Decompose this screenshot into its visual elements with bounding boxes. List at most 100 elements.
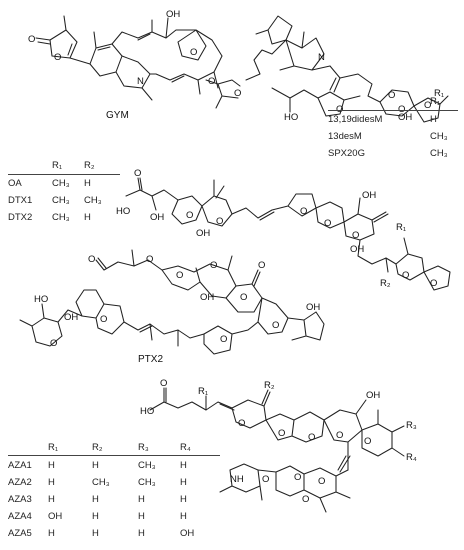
oa-o4-label: O	[324, 218, 331, 229]
aza-o8-label: O	[262, 474, 269, 485]
table-divider	[328, 110, 458, 111]
oa-r1-label: R₁	[396, 222, 406, 233]
r2-cell: CH₃	[92, 477, 110, 488]
gym-n-label: N	[137, 76, 144, 87]
header-cell: R₁	[430, 96, 441, 107]
row-label: AZA1	[8, 460, 32, 471]
spx-carbonyl-o-label: O	[208, 76, 215, 87]
aza-nh-label: NH	[230, 474, 244, 485]
r3-cell: CH₃	[138, 477, 156, 488]
row-label: AZA4	[8, 511, 32, 522]
oa-o5-label: O	[352, 230, 359, 241]
gym-name: GYM	[106, 110, 129, 121]
r1-cell: CH₃	[52, 178, 70, 189]
aza-oh-label: OH	[366, 390, 380, 401]
aza-o1-label: O	[238, 418, 245, 429]
oa-top-oh-label: OH	[362, 190, 376, 201]
gym-lactone-o-label: O	[54, 52, 61, 63]
r1-cell: H	[430, 114, 437, 125]
gym-carbonyl-o-label: O	[28, 34, 35, 45]
r1-cell: CH₃	[52, 195, 70, 206]
spx-lactone-o-label: O	[234, 88, 241, 99]
r3-cell: CH₃	[138, 460, 156, 471]
azaspiracid-structure: HO O R₁ R₂ R₃ R₄ OH NH O O O O O O O O O	[140, 378, 417, 513]
oa-o7-label: O	[430, 278, 437, 289]
ptx-end-oh-label: OH	[306, 302, 320, 313]
oa-o2-label: O	[216, 216, 223, 227]
aza-o6-label: O	[294, 472, 301, 483]
aza-r4-label: R₄	[406, 452, 417, 463]
r1-cell: OH	[48, 511, 63, 522]
oa-mid-oh-label: OH	[350, 244, 364, 255]
row-label: AZA2	[8, 477, 32, 488]
aza-o7-label: O	[318, 476, 325, 487]
r1-cell: CH₃	[52, 212, 70, 223]
r1-cell: H	[48, 528, 55, 539]
ptx-o4-label: O	[240, 292, 247, 303]
ptx-name: PTX2	[138, 354, 163, 365]
r2-cell: H	[84, 212, 91, 223]
okadaic-acid-structure: HO OH O OH OH OH R₁ R₂ O O O O O O O	[116, 168, 451, 291]
aza-o3-label: O	[308, 432, 315, 443]
aza-substituent-table: R₁ R₂ R₃ R₄ AZA1 H H CH₃ H AZA2 H CH₃ CH…	[8, 442, 220, 546]
pectenotoxin-structure: HO OH OH OH O O O O O O O O O O PTX2	[19, 249, 325, 365]
r4-cell: OH	[180, 528, 195, 539]
r2-cell: CH₃	[84, 195, 102, 206]
spx-substituent-table: R₁ 13,19didesM H 13desM CH₃ SPX20G CH₃	[328, 96, 458, 162]
row-label: 13desM	[328, 131, 362, 142]
ptx-ketone-o-label: O	[258, 260, 265, 271]
ptx-o7-label: O	[220, 334, 227, 345]
spx-chain-oh-label: HO	[284, 112, 298, 123]
ptx-carbonyl-o-label: O	[88, 254, 95, 265]
r3-cell: H	[138, 511, 145, 522]
r1-cell: CH₃	[430, 148, 448, 159]
table-divider	[8, 174, 120, 175]
spx-o4-label: O	[424, 100, 431, 111]
spx-r1-label: R₁	[434, 88, 444, 99]
ptx-ring-oh-label: OH	[64, 312, 78, 323]
ptx-o8-label: O	[272, 320, 279, 331]
header-cell: R₂	[92, 442, 103, 453]
header-cell: R₄	[180, 442, 191, 453]
oa-o3-label: O	[300, 206, 307, 217]
aza-o2-label: O	[278, 428, 285, 439]
oa-r2-label: R₂	[380, 278, 391, 289]
spx-ring-oh-label: OH	[398, 112, 412, 123]
aza-o4-label: O	[336, 430, 343, 441]
r2-cell: H	[92, 460, 99, 471]
r2-cell: H	[92, 511, 99, 522]
header-cell: R₂	[84, 160, 95, 171]
aza-r2-label: R₂	[264, 380, 275, 391]
header-cell: R₁	[52, 160, 63, 171]
oa-carbonyl-o-label: O	[134, 168, 141, 179]
aza-ho-label: HO	[140, 406, 154, 417]
aza-r1-label: R₁	[198, 386, 208, 397]
r3-cell: H	[138, 494, 145, 505]
aza-o9-label: O	[302, 494, 309, 505]
header-cell: R₁	[48, 442, 59, 453]
spx-o2-label: O	[388, 90, 395, 101]
spx-o3-label: O	[398, 104, 405, 115]
row-label: AZA3	[8, 494, 32, 505]
spirolide-structure: N HO OH R₁ O O O O O O	[205, 15, 449, 123]
r1-cell: H	[48, 460, 55, 471]
gymnodimine-structure: OH O O O N GYM	[28, 9, 223, 121]
oa-acid-oh-label: OH	[150, 212, 164, 223]
r1-cell: CH₃	[430, 131, 448, 142]
ptx-mid-oh-label: OH	[200, 292, 214, 303]
r2-cell: H	[92, 494, 99, 505]
aza-carbonyl-o-label: O	[160, 378, 167, 389]
ptx-o2-label: O	[176, 270, 183, 281]
r4-cell: H	[180, 477, 187, 488]
row-label: SPX20G	[328, 148, 365, 159]
row-label: OA	[8, 178, 22, 189]
oa-substituent-table: R₁ R₂ OA CH₃ H DTX1 CH₃ CH₃ DTX2 CH₃ H	[8, 160, 126, 252]
row-label: DTX2	[8, 212, 33, 223]
spx-n-label: N	[318, 52, 325, 63]
ptx-ho-label: HO	[34, 294, 48, 305]
row-label: AZA5	[8, 528, 32, 539]
r2-cell: H	[84, 178, 91, 189]
gym-oh-label: OH	[166, 9, 180, 20]
oa-ring-oh-label: OH	[196, 228, 210, 239]
r3-cell: H	[138, 528, 145, 539]
